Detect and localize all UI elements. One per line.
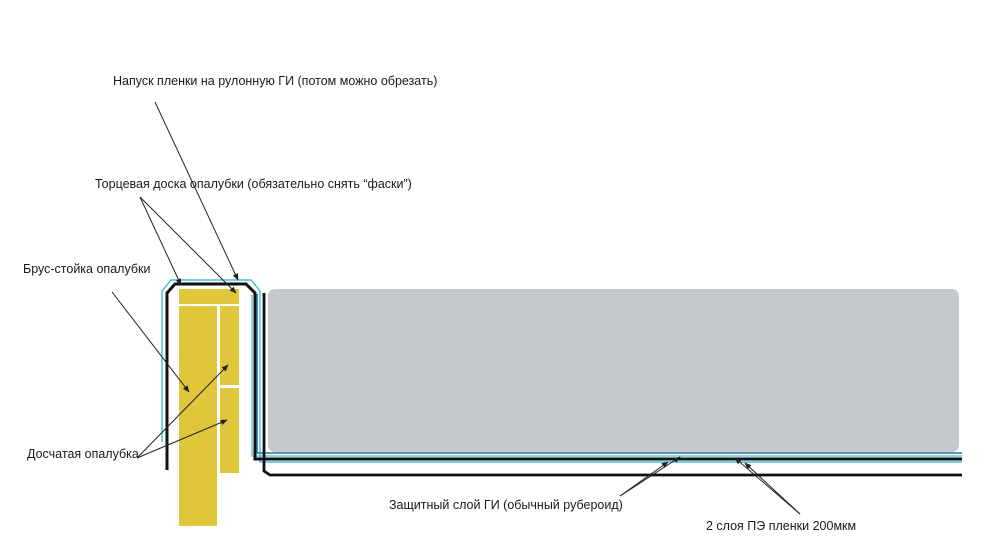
concrete-slab — [268, 289, 959, 452]
label-pe-film: 2 слоя ПЭ пленки 200мкм — [706, 519, 856, 533]
label-end-board: Торцевая доска опалубки (обязательно сня… — [95, 177, 412, 191]
bottom-protective-layer — [262, 293, 962, 477]
end-board — [179, 289, 239, 304]
pe-film-layer-inner — [251, 295, 962, 457]
label-film-overlap: Напуск пленки на рулонную ГИ (потом можн… — [113, 74, 437, 88]
leader-lines — [111, 101, 801, 515]
leader-end-board-left — [139, 196, 182, 286]
label-protective-layer: Защитный слой ГИ (обычный рубероид) — [389, 498, 623, 512]
leader-film-overlap — [154, 101, 239, 281]
roofing-felt-layer — [256, 294, 962, 454]
leader-protective-layer-2 — [619, 456, 681, 497]
leader-pe-film-2 — [744, 462, 801, 515]
label-board-formwork: Досчатая опалубка — [27, 447, 139, 461]
beam-post — [179, 306, 217, 526]
leader-board-formwork-upper — [136, 364, 229, 459]
label-beam-post: Брус-стойка опалубки — [23, 262, 150, 276]
formwork-board-lower — [220, 388, 239, 473]
pe-film-layer-outer — [161, 279, 962, 463]
leader-beam-post — [111, 291, 190, 393]
leader-board-formwork-lower — [136, 419, 228, 459]
formwork-board-upper — [220, 306, 239, 385]
leader-end-board-right — [139, 196, 237, 294]
waterproofing-membrane — [165, 282, 962, 470]
